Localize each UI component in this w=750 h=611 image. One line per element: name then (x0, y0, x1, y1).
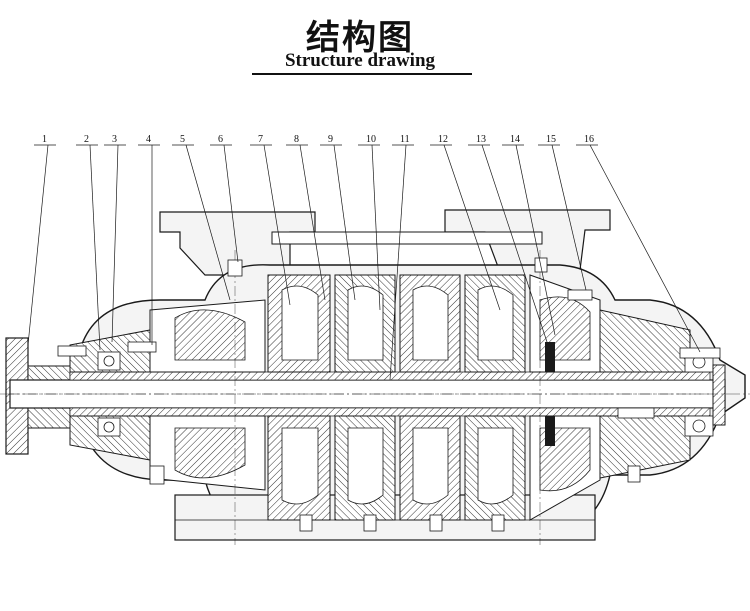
callout-leader-9 (333, 144, 356, 301)
callout-leader-6 (223, 144, 239, 263)
callout-leader-14 (515, 144, 556, 336)
callout-leader-12 (443, 144, 501, 311)
callout-leader-16 (589, 144, 701, 353)
callout-number-2: 2 (84, 134, 89, 145)
tie-bar-top (271, 231, 543, 245)
page-title-english: Structure drawing (284, 50, 436, 71)
callout-number-10: 10 (366, 134, 376, 145)
right-bearing-housing-lower (599, 415, 691, 479)
callout-number-1: 1 (42, 134, 47, 145)
callout-number-7: 7 (258, 134, 263, 145)
callout-leader-3 (111, 144, 119, 343)
balance-disc (545, 342, 555, 372)
callout-leader-5 (185, 144, 231, 301)
callout-leader-13 (481, 144, 549, 346)
title-underline (252, 73, 472, 75)
callout-number-12: 12 (438, 134, 448, 145)
callout-number-16: 16 (584, 134, 594, 145)
callout-number-3: 3 (112, 134, 117, 145)
end-cover (712, 364, 726, 426)
callout-leader-7 (263, 144, 291, 306)
page-title-chinese: 结构图 (306, 18, 414, 58)
shaft-sleeve-lower (69, 407, 711, 417)
callout-leader-15 (551, 144, 587, 291)
balance-disc-lower (545, 416, 555, 446)
callout-leader-10 (371, 144, 381, 311)
left-bearing-lower (97, 417, 121, 437)
callout-number-13: 13 (476, 134, 486, 145)
right-bearing-lower (684, 415, 714, 437)
bolts (57, 257, 721, 532)
callout-leader-8 (299, 144, 326, 301)
callout-leader-2 (89, 144, 101, 351)
callout-number-5: 5 (180, 134, 185, 145)
callout-number-9: 9 (328, 134, 333, 145)
impeller-stages (267, 274, 526, 521)
callout-number-8: 8 (294, 134, 299, 145)
callout-number-6: 6 (218, 134, 223, 145)
callout-number-11: 11 (400, 134, 410, 145)
callout-number-15: 15 (546, 134, 556, 145)
callout-number-14: 14 (510, 134, 520, 145)
callout-number-4: 4 (146, 134, 151, 145)
left-bearing (97, 351, 121, 371)
callout-leader-1 (27, 144, 49, 346)
callout-leader-11 (389, 144, 407, 381)
